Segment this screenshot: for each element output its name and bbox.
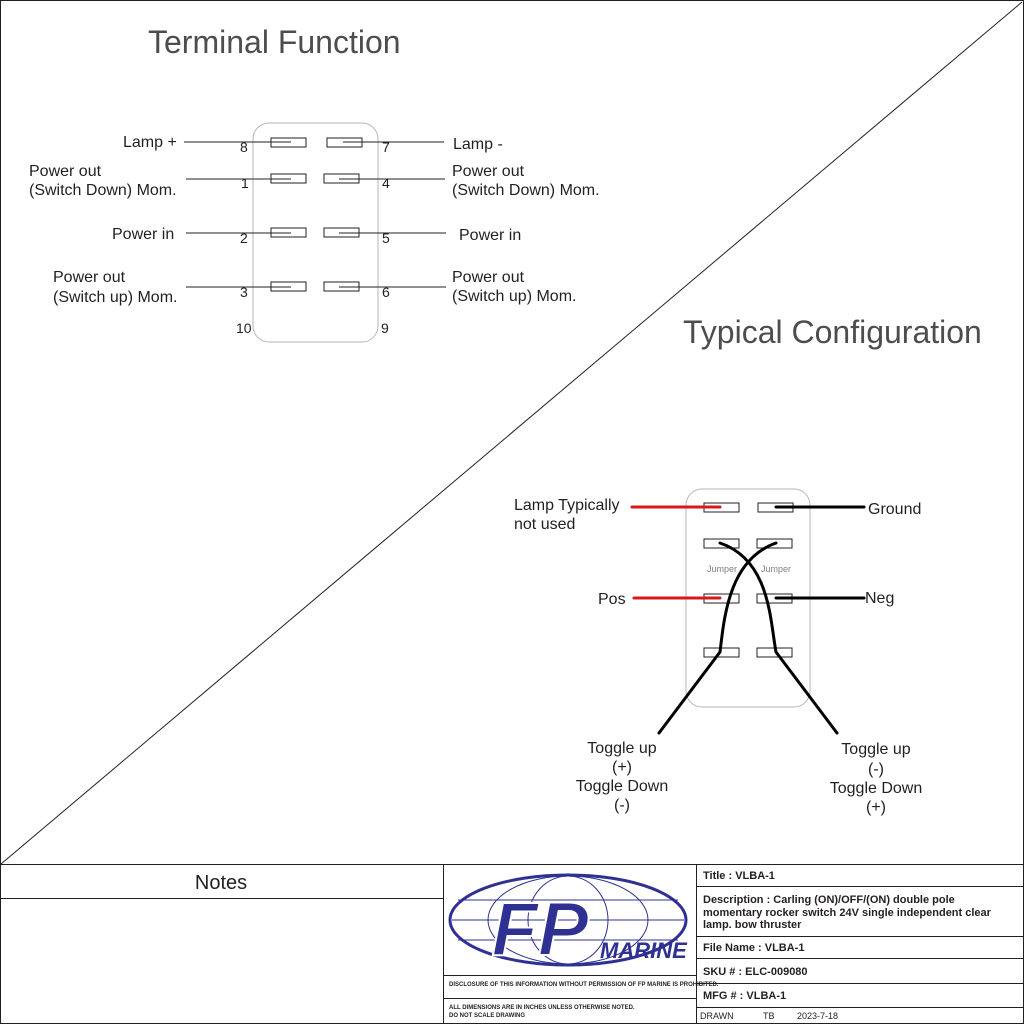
label-power-out-up-right-1: Power out xyxy=(452,269,525,286)
label-power-out-up-left-1: Power out xyxy=(53,269,126,286)
toggle-right-wire xyxy=(774,650,839,735)
mfg-field: MFG # : VLBA-1 xyxy=(703,990,786,1002)
jumper-label-right: Jumper xyxy=(761,564,791,574)
pin-number-1: 1 xyxy=(241,175,249,191)
label-power-out-up-right-2: (Switch up) Mom. xyxy=(452,288,576,305)
label-neg: Neg xyxy=(865,590,894,607)
terminal-slots xyxy=(270,137,363,292)
left-toggle-line-1: Toggle up xyxy=(587,740,656,757)
right-toggle-line-4: (+) xyxy=(866,799,886,816)
pin-number-6: 6 xyxy=(382,284,390,300)
description-line-1: Description : Carling (ON)/OFF/(ON) doub… xyxy=(703,894,955,906)
logo-fp-text: FP xyxy=(491,887,588,972)
description-line-2: momentary rocker switch 24V single indep… xyxy=(703,907,992,919)
label-lamp-minus: Lamp - xyxy=(453,136,503,153)
left-toggle-line-3: Toggle Down xyxy=(576,778,669,795)
logo-globe-outline xyxy=(448,873,688,967)
label-power-in-right: Power in xyxy=(459,227,521,244)
jumper-wire-b xyxy=(718,541,778,654)
left-toggle-line-4: (-) xyxy=(614,797,630,814)
pin-number-3: 3 xyxy=(240,284,248,300)
title-block-grid xyxy=(0,864,1024,1024)
left-toggle-labels: Toggle up (+) Toggle Down (-) xyxy=(576,740,669,814)
jumper-wire-a xyxy=(718,541,778,654)
dimensions-note-1: ALL DIMENSIONS ARE IN INCHES UNLESS OTHE… xyxy=(449,1005,635,1011)
notes-title: Notes xyxy=(195,872,247,894)
label-power-out-down-right-2: (Switch Down) Mom. xyxy=(452,182,600,199)
pin-number-9: 9 xyxy=(381,320,389,336)
description-line-3: lamp. bow thruster xyxy=(703,919,802,931)
diagonal-divider xyxy=(0,1,1023,865)
terminal-function-title: Terminal Function xyxy=(148,24,401,60)
label-pos: Pos xyxy=(598,591,626,608)
logo-globe-grid xyxy=(452,875,684,965)
toggle-left-wire xyxy=(657,650,722,735)
pin-number-2: 2 xyxy=(240,230,248,246)
jumper-label-left: Jumper xyxy=(707,564,737,574)
label-not-used: not used xyxy=(514,516,575,533)
label-ground: Ground xyxy=(868,501,921,518)
leader-lines xyxy=(184,141,446,288)
drawn-by: TB xyxy=(763,1011,775,1021)
sku-field: SKU # : ELC-009080 xyxy=(703,966,808,978)
dimensions-note-2: DO NOT SCALE DRAWING xyxy=(449,1013,525,1019)
label-power-out-down-left-2: (Switch Down) Mom. xyxy=(29,182,177,199)
title-field: Title : VLBA-1 xyxy=(703,870,775,882)
label-lamp-plus: Lamp + xyxy=(123,134,177,151)
typical-configuration-title: Typical Configuration xyxy=(683,314,982,350)
disclosure-line-1: DISCLOSURE OF THIS INFORMATION WITHOUT P… xyxy=(449,982,719,988)
right-toggle-labels: Toggle up (-) Toggle Down (+) xyxy=(830,741,923,816)
logo-marine-text: MARINE xyxy=(600,938,688,963)
pin-number-8: 8 xyxy=(240,139,248,155)
config-terminal-slots xyxy=(703,502,794,658)
label-power-out-down-left-1: Power out xyxy=(29,163,102,180)
drawn-label: DRAWN xyxy=(700,1011,734,1021)
label-power-in-left: Power in xyxy=(112,226,174,243)
drawn-date: 2023-7-18 xyxy=(797,1011,838,1021)
pin-number-4: 4 xyxy=(382,175,390,191)
label-power-out-up-left-2: (Switch up) Mom. xyxy=(53,289,177,306)
label-lamp-typically: Lamp Typically xyxy=(514,497,620,514)
right-toggle-line-1: Toggle up xyxy=(841,741,910,758)
label-power-out-down-right-1: Power out xyxy=(452,163,525,180)
pin-number-7: 7 xyxy=(382,139,390,155)
fp-marine-logo: FP MARINE xyxy=(448,873,688,973)
pin-number-10: 10 xyxy=(236,320,252,336)
file-name-field: File Name : VLBA-1 xyxy=(703,942,804,954)
left-toggle-line-2: (+) xyxy=(612,759,632,776)
pin-number-5: 5 xyxy=(382,230,390,246)
right-toggle-line-3: Toggle Down xyxy=(830,780,923,797)
wires xyxy=(630,505,866,735)
right-toggle-line-2: (-) xyxy=(868,761,884,778)
